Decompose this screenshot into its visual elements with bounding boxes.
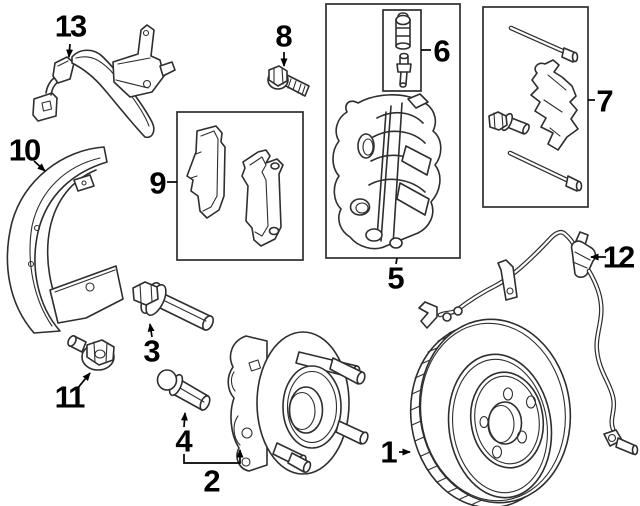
rotor-vent-hatch: [410, 328, 483, 505]
callout-4-leader: [180, 412, 188, 428]
callout-5[interactable]: 5: [387, 257, 405, 296]
part-5-caliper: [332, 93, 442, 250]
part-3-guide-pin-bolt: [132, 281, 215, 331]
part-5-box: [325, 3, 461, 259]
callout-13[interactable]: 13: [55, 9, 89, 58]
callout-1[interactable]: 1: [380, 435, 411, 470]
callout-13-leader: [66, 43, 74, 58]
part-9-brake-pads: [186, 125, 284, 247]
callout-2[interactable]: 2: [183, 449, 244, 499]
callout-11-label: 11: [55, 380, 86, 415]
part-6-bleeder-screw-set: [395, 12, 412, 88]
callout-4[interactable]: 4: [175, 412, 193, 459]
part-9-box: [176, 111, 304, 261]
callout-2-leader: [183, 449, 244, 464]
callout-5-leader: [395, 257, 398, 265]
callout-9[interactable]: 9: [149, 166, 177, 201]
callout-13-label: 13: [55, 9, 87, 44]
part-7-hardware-kit: [488, 25, 583, 192]
callout-6[interactable]: 6: [421, 34, 451, 69]
part-4-hub-bolt: [156, 369, 211, 411]
callout-11[interactable]: 11: [55, 372, 91, 415]
callout-10-leader: [33, 160, 46, 172]
callout-4-label: 4: [175, 424, 193, 459]
part-8-bolt: [267, 65, 310, 97]
callout-11-leader: [76, 372, 91, 390]
part-13-brake-hose-bracket: [32, 24, 176, 139]
part-2-hub-assembly: [227, 331, 369, 475]
part-7-box: [482, 6, 589, 208]
callout-12-label: 12: [603, 240, 634, 275]
callout-7[interactable]: 7: [588, 84, 614, 119]
callout-10-label: 10: [9, 133, 40, 168]
callout-8-label: 8: [275, 19, 292, 54]
callout-3-label: 3: [143, 334, 160, 369]
callout-10[interactable]: 10: [9, 133, 46, 172]
part-6-box: [382, 9, 422, 92]
callout-12[interactable]: 12: [590, 240, 636, 275]
callout-2-label: 2: [203, 464, 220, 499]
part-11-flange-bolt: [67, 335, 115, 371]
callout-3[interactable]: 3: [143, 323, 161, 369]
callout-8[interactable]: 8: [275, 19, 293, 67]
part-10-splash-shield: [6, 146, 124, 334]
callout-6-label: 6: [433, 34, 450, 69]
callout-1-label: 1: [380, 435, 397, 470]
callout-9-label: 9: [149, 166, 166, 201]
callout-7-label: 7: [596, 84, 613, 119]
callout-5-label: 5: [387, 261, 404, 296]
callout-3-leader: [147, 323, 155, 338]
part-1-brake-rotor: [409, 318, 572, 506]
